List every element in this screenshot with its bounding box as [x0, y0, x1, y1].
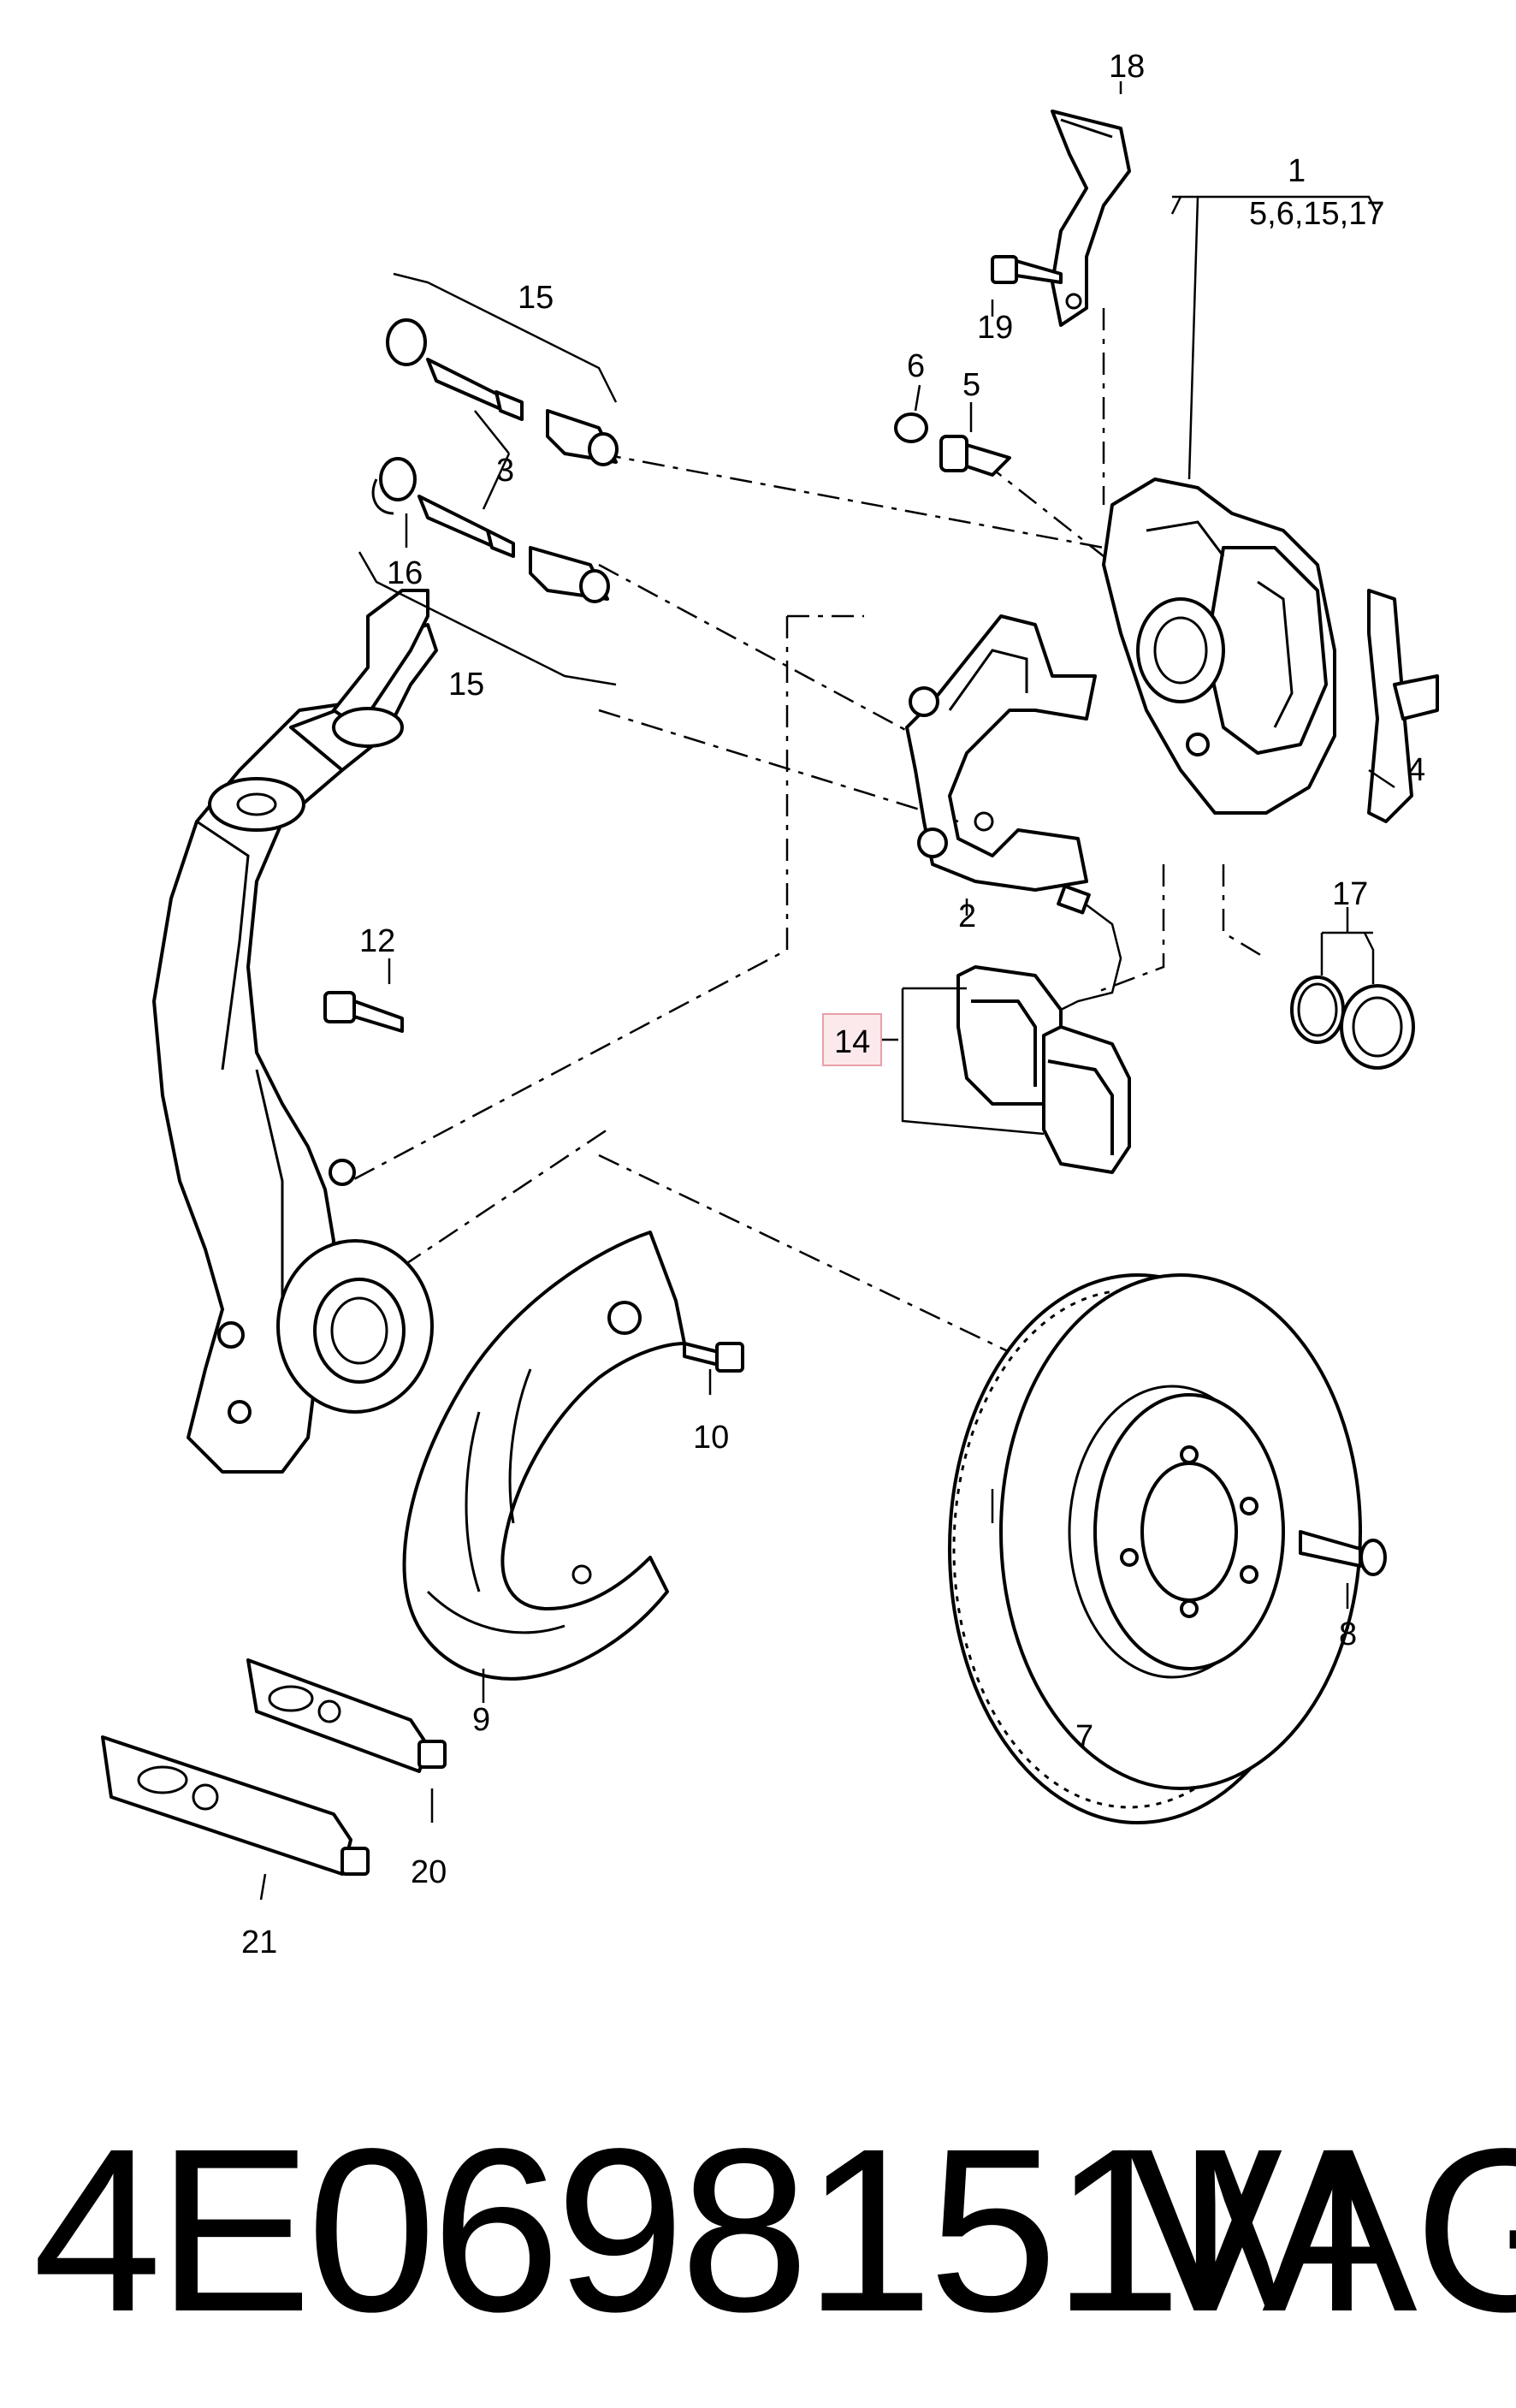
pad-spring [1367, 589, 1439, 823]
leader-lines [259, 81, 1395, 1901]
label-2: 2 [958, 899, 976, 934]
bleed-valve [939, 435, 1011, 477]
brake-pads [956, 884, 1131, 1174]
grease-tube-21 [101, 1735, 370, 1876]
label-18: 18 [1109, 49, 1145, 85]
label-10: 10 [693, 1420, 729, 1456]
part-number: 4E0698151M [33, 2100, 1371, 2360]
dust-shield [402, 1231, 686, 1681]
bolt-19 [991, 255, 1063, 284]
label-9: 9 [472, 1702, 490, 1738]
label-20: 20 [411, 1854, 447, 1890]
bolt-10 [683, 1342, 744, 1373]
label-15-bottom: 15 [448, 667, 484, 703]
label-14: 14 [834, 1024, 870, 1060]
label-12: 12 [359, 923, 395, 959]
label-4: 4 [1407, 752, 1425, 788]
label-17: 17 [1332, 876, 1368, 912]
label-1-sub: 5,6,15,17 [1249, 196, 1384, 232]
bolt-8 [1299, 1530, 1387, 1576]
caliper-carrier [905, 614, 1097, 892]
exploded-brake-diagram: .p { fill:#fff; stroke:#000; stroke-widt… [101, 49, 1439, 1960]
label-16: 16 [387, 555, 423, 591]
bolt-12 [323, 991, 404, 1033]
callout-highlight-14 [822, 1013, 882, 1066]
grease-tube-20 [246, 1658, 447, 1773]
dust-cap [894, 412, 928, 443]
label-5: 5 [962, 367, 980, 403]
label-15-top: 15 [518, 280, 554, 316]
assembly-lines [350, 308, 1267, 1354]
brake-disc [948, 1273, 1362, 1824]
label-8: 8 [1339, 1616, 1357, 1652]
brand-name: VAG [1128, 2100, 1516, 2360]
label-19: 19 [977, 310, 1013, 346]
caliper-housing [1102, 477, 1336, 815]
label-21: 21 [241, 1925, 277, 1960]
steering-knuckle [152, 589, 438, 1474]
seal-kit [1290, 976, 1415, 1070]
guide-pins [371, 318, 619, 603]
bracket [1051, 110, 1131, 327]
label-1: 1 [1288, 153, 1306, 189]
callout-labels: 18 19 1 5,6,15,17 6 5 15 3 16 15 4 2 17 … [241, 49, 1425, 1960]
label-7: 7 [1075, 1719, 1093, 1755]
label-3: 3 [496, 453, 514, 489]
label-6: 6 [907, 348, 925, 384]
